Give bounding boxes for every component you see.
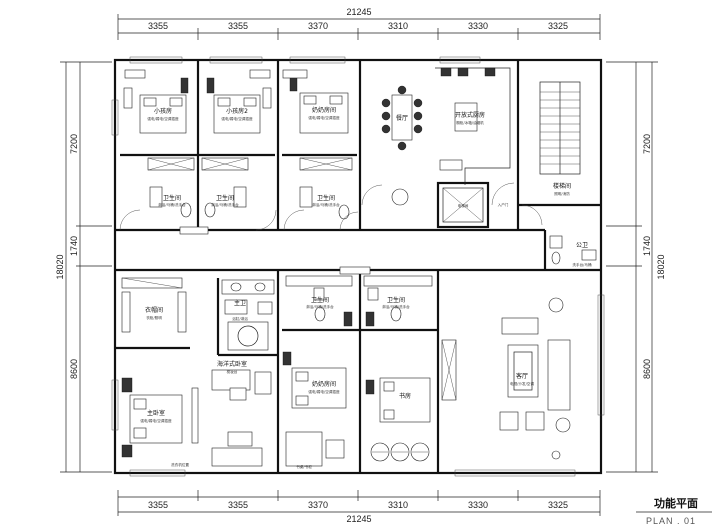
study: 书房	[365, 377, 431, 462]
bedroom-1-label: 小孩房	[154, 107, 172, 115]
bottom-total-dimension: 21245	[346, 514, 371, 524]
bath-1-note: 淋浴/马桶/洗手台	[158, 202, 186, 207]
bottom-dimension-3: 3370	[308, 500, 328, 510]
bedroom-2-label: 小孩房2	[226, 107, 248, 115]
elder-room-note: 强电/弱电/空调插座	[308, 389, 340, 394]
left-dimension-3: 8600	[69, 359, 79, 379]
master-bedroom-note: 强电/弱电/空调插座	[140, 418, 172, 423]
kitchen-note: 橱柜/冰箱/油烟机	[456, 120, 484, 125]
top-dimension-5: 3330	[468, 21, 488, 31]
bedroom-3-label: 奶奶房间	[312, 106, 336, 114]
bedroom-1-note: 强电/弱电/空调插座	[147, 116, 179, 121]
guest-bath-label: 公卫	[576, 242, 588, 249]
bath-4-label: 卫生间	[311, 296, 329, 304]
living-note: 电视/沙发/空调	[510, 381, 534, 386]
bottom-dimension-2: 3355	[228, 500, 248, 510]
top-dimension-2: 3355	[228, 21, 248, 31]
right-dimension-1: 7200	[642, 134, 652, 154]
bath-4-note: 淋浴/马桶/洗手台	[306, 304, 334, 309]
dining: 餐厅	[381, 85, 423, 206]
corridor-window-bottom	[339, 266, 371, 275]
windows	[111, 56, 605, 477]
corridor-window-top	[179, 226, 209, 235]
bath-2-label: 卫生间	[216, 194, 234, 202]
left-dimension-1: 7200	[69, 134, 79, 154]
guest-bath: 公卫 洗手台/马桶	[549, 235, 597, 267]
bedroom-2-note: 强电/弱电/空调插座	[221, 116, 253, 121]
dining-label: 餐厅	[396, 114, 408, 122]
bottom-dimension-5: 3330	[468, 500, 488, 510]
elevator: 电梯间	[442, 187, 484, 223]
staircase: 楼梯间 照明/消防	[521, 81, 581, 226]
cloakroom: 衣帽间 衣柜/照明	[121, 277, 187, 333]
door-swings-top	[119, 184, 383, 231]
stair-note: 照明/消防	[554, 191, 570, 196]
bath-5: 卫生间 淋浴/马桶/洗手台	[363, 275, 433, 327]
bath-3-label: 卫生间	[317, 194, 335, 202]
entry-label: 入户门	[498, 202, 509, 207]
elder-room: 奶奶房间 强电/弱电/空调插座 书桌/书柜	[282, 351, 347, 469]
study-corner-note: 书桌/书柜	[296, 464, 312, 469]
bath-3: 卫生间 淋浴/马桶/洗手台	[299, 157, 353, 220]
living: 客厅 电视/沙发/空调	[441, 297, 571, 460]
top-dimension-6: 3325	[548, 21, 568, 31]
top-total-dimension: 21245	[346, 7, 371, 17]
living-label: 客厅	[516, 372, 528, 380]
bath-2: 卫生间 淋浴/马桶/洗手台	[201, 157, 249, 218]
bath-3-note: 淋浴/马桶/洗手台	[312, 202, 340, 207]
bedroom-2: 小孩房2 强电/弱电/空调插座	[206, 69, 272, 134]
bath-5-note: 淋浴/马桶/洗手台	[382, 304, 410, 309]
plan-title-sub: PLAN . 01	[646, 516, 696, 526]
bath-2-note: 淋浴/马桶/洗手台	[211, 202, 239, 207]
top-dimension-chain: 21245 3355 3355 3370 3310 3330 3325	[117, 7, 601, 40]
master-bedroom: 主卧室 强电/弱电/空调插座 洗衣机位置	[121, 377, 263, 467]
laundry-label: 洗衣机位置	[171, 462, 189, 467]
kitchen-label: 开放式厨房	[455, 111, 485, 119]
bottom-dimension-6: 3325	[548, 500, 568, 510]
guest-bath-note: 洗手台/马桶	[572, 262, 592, 267]
bath-1-label: 卫生间	[163, 194, 181, 202]
bath-5-label: 卫生间	[387, 296, 405, 304]
top-dimension-4: 3310	[388, 21, 408, 31]
cloakroom-note: 衣柜/照明	[146, 315, 162, 320]
master-suite: 海洋式卧室 梳妆台	[211, 360, 272, 447]
master-bath-label: 主卫	[234, 299, 246, 307]
plan-title: 功能平面 PLAN . 01	[636, 496, 712, 526]
kitchen: 开放式厨房 橱柜/冰箱/油烟机	[435, 67, 511, 185]
master-suite-note: 梳妆台	[227, 369, 238, 374]
right-dimension-2: 1740	[642, 236, 652, 256]
master-bath-note: 浴缸/淋浴	[232, 316, 248, 321]
left-dimension-chain: 18020 7200 1740 8600	[55, 61, 112, 473]
study-label: 书房	[399, 392, 411, 400]
entry: 入户门	[491, 182, 515, 207]
right-dimension-3: 8600	[642, 359, 652, 379]
stair-label: 楼梯间	[553, 182, 571, 190]
bottom-dimension-chain: 3355 3355 3370 3310 3330 3325 21245	[117, 490, 601, 524]
bottom-dimension-4: 3310	[388, 500, 408, 510]
left-dimension-2: 1740	[69, 236, 79, 256]
master-bedroom-label: 主卧室	[147, 409, 165, 417]
bedroom-3-note: 强电/弱电/空调插座	[308, 115, 340, 120]
cloakroom-label: 衣帽间	[145, 306, 163, 314]
elevator-label: 电梯间	[458, 203, 469, 208]
master-suite-label: 海洋式卧室	[217, 360, 247, 368]
master-bath: 主卫 浴缸/淋浴	[221, 279, 275, 351]
right-total-dimension: 18020	[656, 254, 666, 279]
right-dimension-chain: 7200 1740 8600 18020	[606, 61, 666, 473]
left-total-dimension: 18020	[55, 254, 65, 279]
bedroom-3: 奶奶房间 强电/弱电/空调插座	[282, 69, 349, 134]
top-dimension-3: 3370	[308, 21, 328, 31]
plan-title-main: 功能平面	[654, 496, 698, 510]
bath-1: 卫生间 淋浴/马桶/洗手台	[147, 157, 195, 218]
bottom-dimension-1: 3355	[148, 500, 168, 510]
elder-room-label: 奶奶房间	[312, 380, 336, 388]
bath-4: 卫生间 淋浴/马桶/洗手台	[285, 275, 353, 327]
bedroom-1: 小孩房 强电/弱电/空调插座	[123, 69, 189, 134]
top-dimension-1: 3355	[148, 21, 168, 31]
walls	[113, 58, 603, 475]
